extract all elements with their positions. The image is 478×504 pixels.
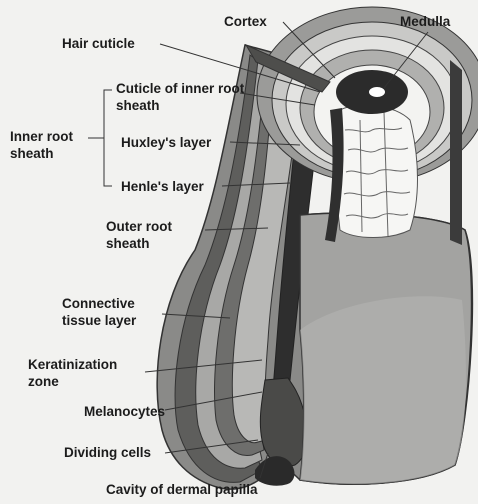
label-cavity-of-dermal-papilla: Cavity of dermal papilla <box>106 481 258 498</box>
label-inner-root-sheath: Inner root sheath <box>10 128 90 162</box>
cylinder-right-wall <box>450 60 462 245</box>
label-cuticle-of-inner-root-sheath: Cuticle of inner root sheath <box>116 80 246 114</box>
label-medulla: Medulla <box>400 13 450 30</box>
label-outer-root-sheath: Outer root sheath <box>106 218 206 252</box>
label-henles-layer: Henle's layer <box>121 178 204 195</box>
label-hair-cuticle: Hair cuticle <box>62 35 135 52</box>
label-huxleys-layer: Huxley's layer <box>121 134 211 151</box>
label-connective-tissue-layer: Connective tissue layer <box>62 295 162 329</box>
label-keratinization-zone: Keratinization zone <box>28 356 148 390</box>
label-melanocytes: Melanocytes <box>84 403 165 420</box>
label-cortex: Cortex <box>224 13 267 30</box>
medulla-core <box>369 87 385 97</box>
dermal-papilla-shading <box>300 296 466 484</box>
label-dividing-cells: Dividing cells <box>64 444 151 461</box>
